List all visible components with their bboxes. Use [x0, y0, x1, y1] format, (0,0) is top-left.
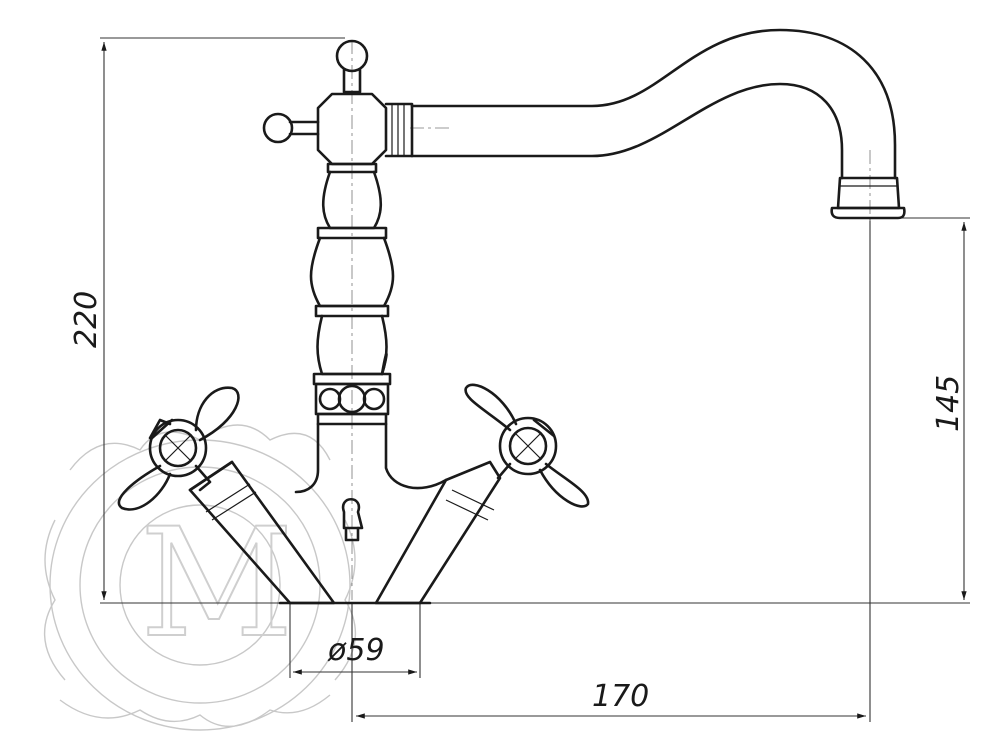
dimension-220-label: 220	[69, 291, 104, 348]
watermark-logo: M	[43, 424, 357, 731]
faucet-outline	[117, 28, 906, 605]
watermark-monogram: M	[140, 497, 294, 671]
center-lines	[351, 40, 871, 600]
dimension-170-label: 170	[592, 679, 649, 714]
dimension-145-label: 145	[931, 375, 966, 432]
dimension-59-label: ø59	[327, 633, 385, 668]
dimension-lines	[100, 37, 970, 722]
